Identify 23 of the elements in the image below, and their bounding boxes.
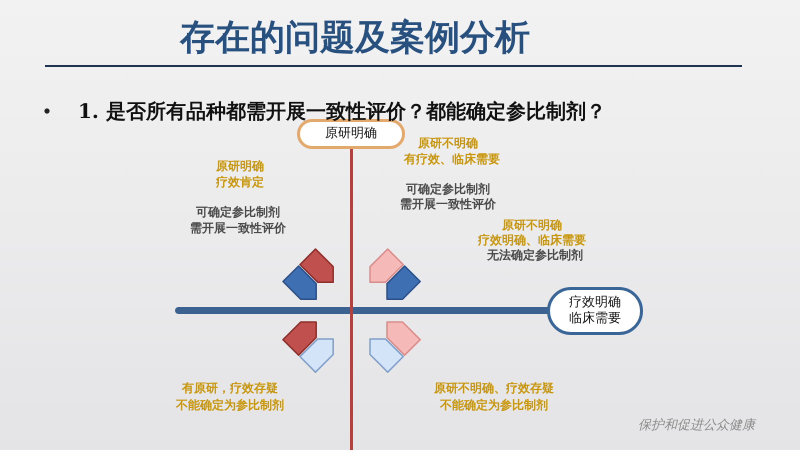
- criteria-label: 不能确定为参比制剂: [440, 398, 548, 412]
- conclusion-label: 无法确定参比制剂: [487, 248, 583, 262]
- criteria-label: 原研明确: [216, 159, 264, 173]
- axis-end-pill: [297, 119, 405, 149]
- criteria-label: 疗效明确、临床需要: [478, 233, 586, 247]
- criteria-label: 原研不明确、疗效存疑: [434, 381, 554, 395]
- axis-label: 原研明确: [325, 126, 377, 142]
- conclusion-label: 可确定参比制剂: [406, 182, 490, 196]
- footer-slogan: 保护和促进公众健康: [638, 418, 755, 434]
- criteria-label: 原研不明确: [502, 218, 562, 232]
- axis-label: 临床需要: [569, 311, 621, 327]
- criteria-label: 不能确定为参比制剂: [176, 398, 284, 412]
- axis-label: 疗效明确: [569, 295, 621, 311]
- slide-title: 存在的问题及案例分析: [180, 17, 530, 59]
- axis-end-pill: [547, 287, 643, 335]
- criteria-label: 疗效肯定: [216, 175, 264, 189]
- conclusion-label: 需开展一致性评价: [400, 197, 496, 211]
- conclusion-label: 需开展一致性评价: [190, 221, 286, 235]
- criteria-label: 原研不明确: [418, 136, 478, 150]
- conclusion-label: 可确定参比制剂: [196, 205, 280, 219]
- question-text: 1. 是否所有品种都需开展一致性评价？都能确定参比制剂？: [78, 99, 606, 123]
- criteria-label: 有原研，疗效存疑: [182, 381, 278, 395]
- criteria-label: 有疗效、临床需要: [404, 152, 500, 166]
